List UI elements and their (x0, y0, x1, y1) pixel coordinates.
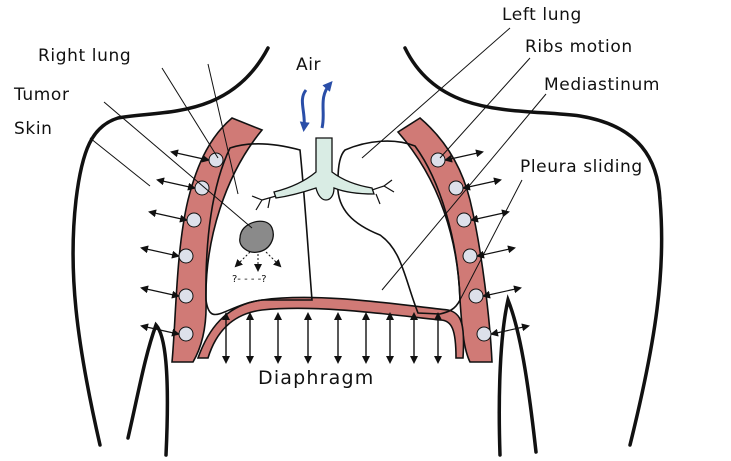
pleura-marker-circle (469, 289, 483, 303)
label-tumor: Tumor (13, 85, 70, 105)
double-headed-arrow-icon (142, 288, 178, 296)
double-headed-arrow-icon (158, 180, 194, 188)
tumor-blob-icon (240, 221, 273, 252)
double-headed-arrow-icon (142, 248, 178, 256)
label-pleura-sliding: Pleura sliding (520, 157, 643, 177)
label-ribs-motion: Ribs motion (525, 37, 633, 57)
label-mediastinum: Mediastinum (544, 75, 660, 95)
pleura-marker-circle (179, 249, 193, 263)
label-skin: Skin (14, 119, 53, 139)
double-headed-arrow-icon (492, 326, 528, 334)
double-headed-arrow-icon (464, 180, 500, 188)
double-headed-arrow-icon (172, 152, 208, 160)
left-rib-band (398, 118, 492, 362)
pleura-marker-circle (477, 327, 491, 341)
body-outline (73, 48, 662, 455)
pleura-marker-circle (457, 213, 471, 227)
right-shoulder-outline (405, 48, 662, 445)
pleura-marker-circle (195, 181, 209, 195)
pleura-marker-circle (179, 289, 193, 303)
label-right-lung: Right lung (38, 46, 131, 66)
double-headed-arrow-icon (472, 212, 508, 220)
pleura-marker-circle (187, 213, 201, 227)
label-left-lung: Left lung (502, 5, 582, 25)
pleura-marker-circle (449, 181, 463, 195)
diaphragm-motion-arrows (226, 314, 438, 362)
left-shoulder-outline (73, 48, 268, 445)
double-headed-arrow-icon (150, 212, 186, 220)
pleura-marker-circle (179, 327, 193, 341)
pleura-marker-circle (463, 249, 477, 263)
tumor-uncertainty-arrows (236, 252, 280, 270)
air-flow-arrows-icon (302, 84, 330, 128)
label-tumor-uncertainty: ?- - - -? (232, 274, 267, 285)
left-arm-inner-outline (128, 325, 167, 455)
right-arm-inner-outline (499, 300, 536, 455)
label-diaphragm: Diaphragm (258, 367, 374, 389)
label-air: Air (296, 55, 321, 75)
double-headed-arrow-icon (484, 288, 520, 296)
